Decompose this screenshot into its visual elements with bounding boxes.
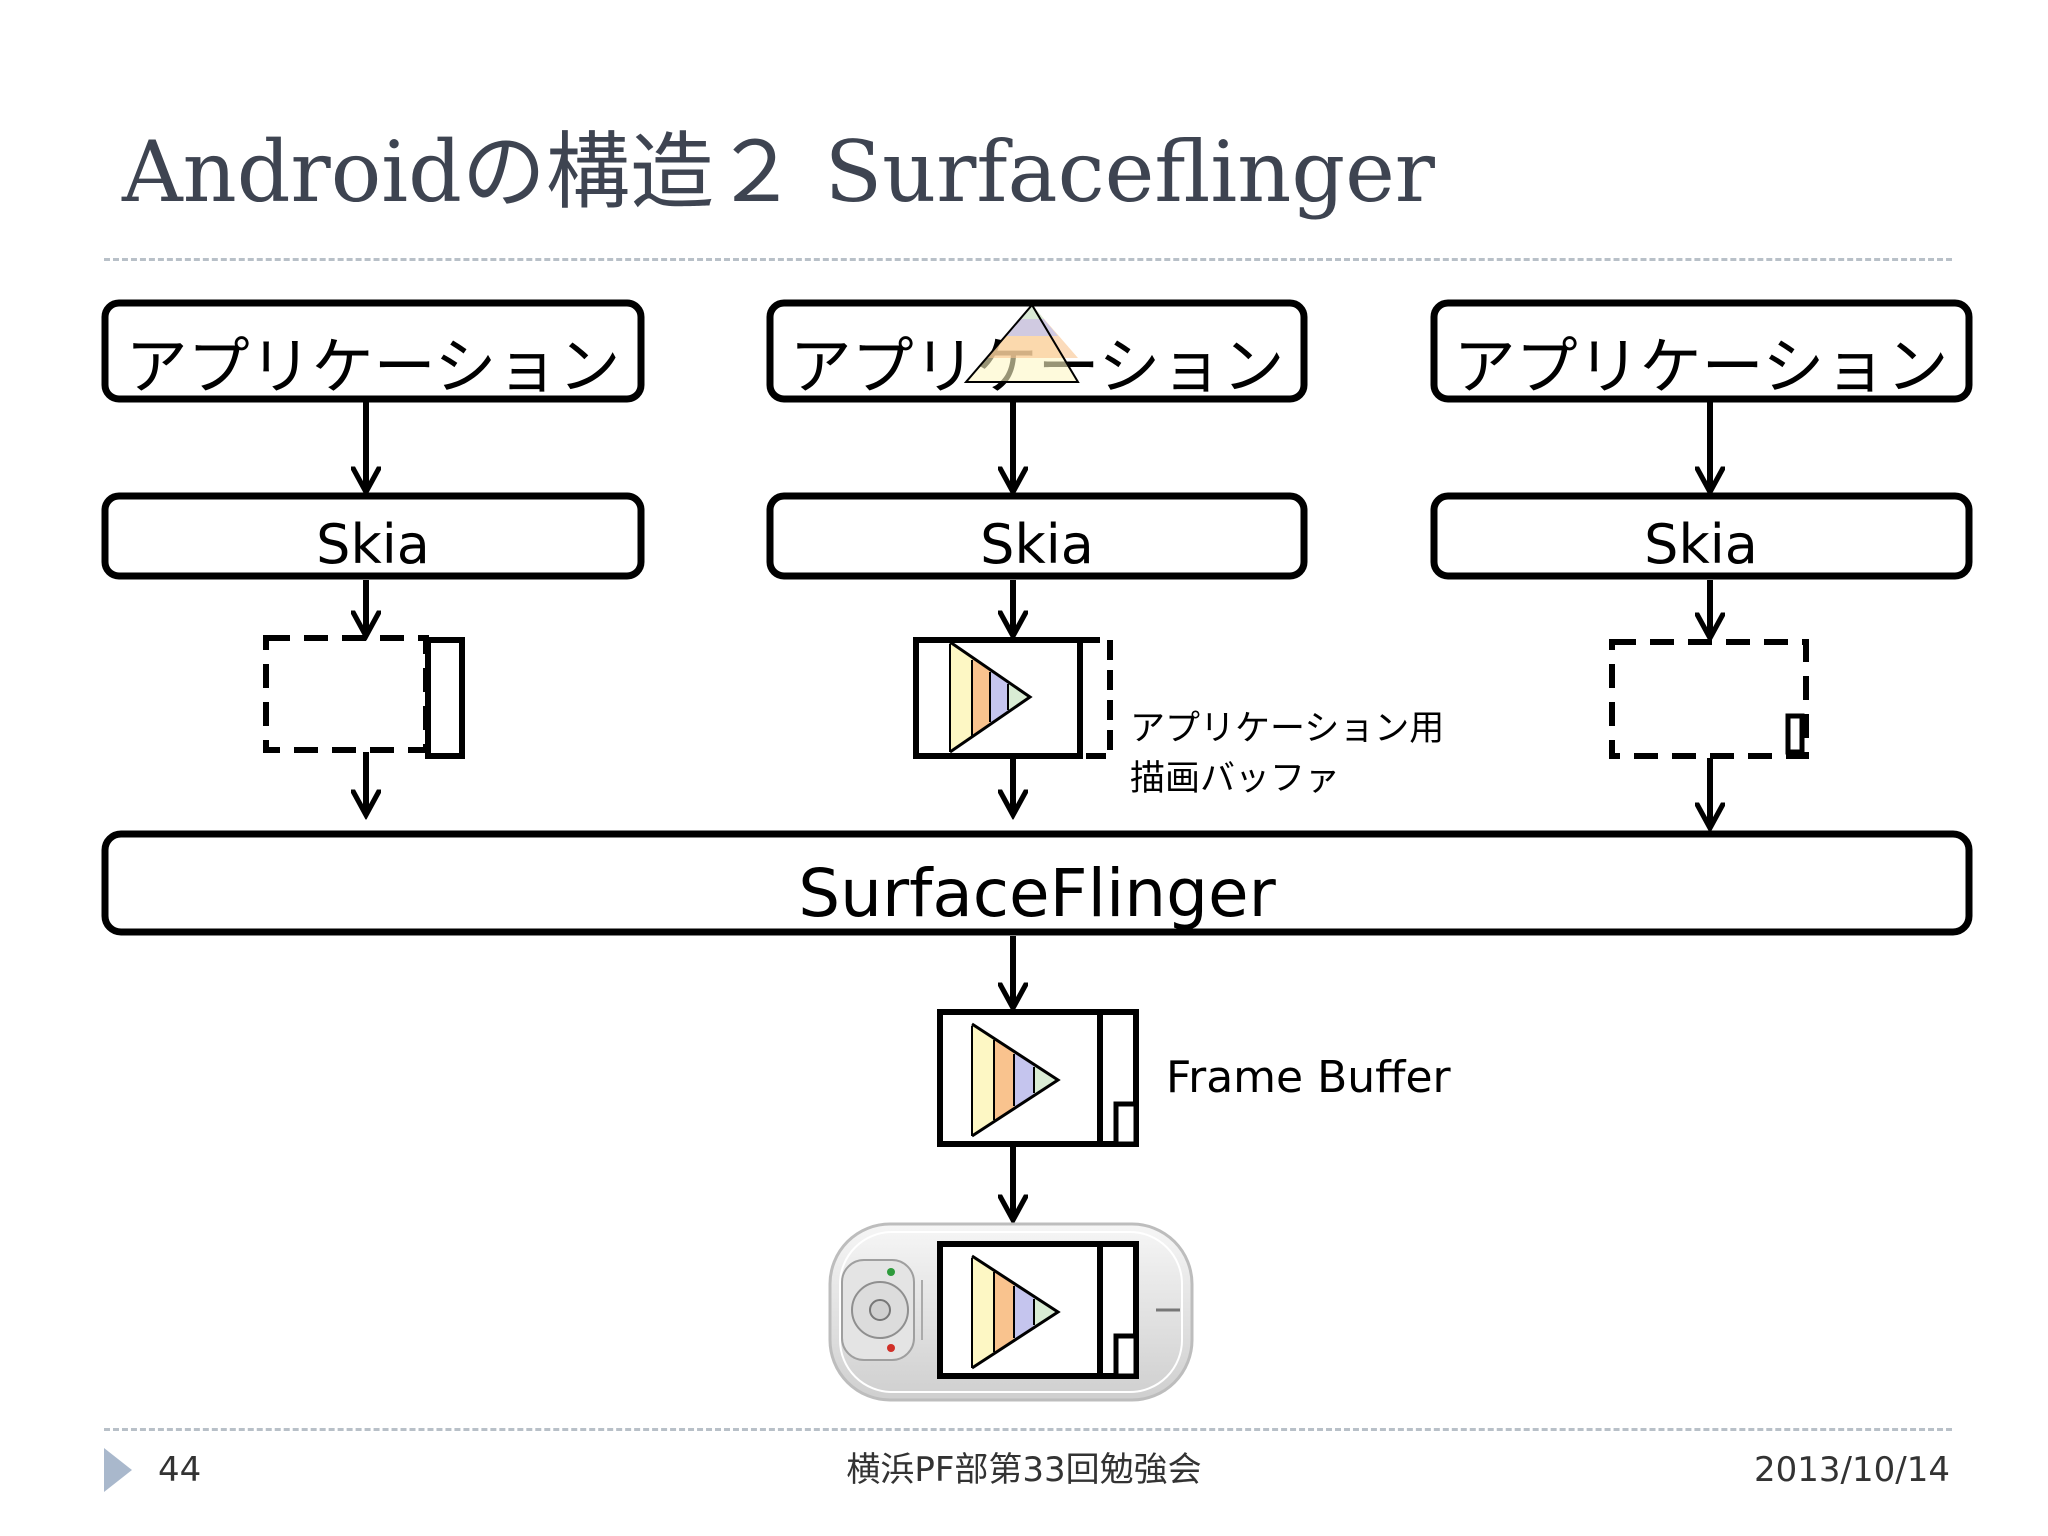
application-box-1: [101, 299, 645, 403]
buffer-caption-line1: アプリケーション用: [1130, 709, 1444, 749]
footer-event-title: 横浜PF部第33回勉強会: [846, 1450, 1202, 1490]
phone-device-icon: [828, 1222, 1194, 1402]
pyramid-icon: [963, 303, 1080, 383]
phone-keypad: [841, 1259, 923, 1361]
play-triangle-icon: [104, 1448, 132, 1492]
app-draw-buffer-2: [913, 637, 1113, 759]
title-divider: [104, 258, 1952, 261]
page-number: 44: [158, 1450, 202, 1490]
footer-divider: [104, 1428, 1952, 1431]
application-box-3: [1430, 299, 1973, 403]
skia-label-2: Skia: [980, 513, 1094, 576]
empty-draw-buffer-3: [1609, 639, 1809, 759]
phone-screen: [937, 1241, 1139, 1379]
slide-title: Androidの構造２ Surfaceflinger: [122, 123, 1435, 221]
application-column-2: アプリケーション Skia: [766, 299, 1444, 815]
footer-date: 2013/10/14: [1754, 1450, 1950, 1490]
application-label-3: アプリケーション: [1454, 330, 1949, 403]
empty-draw-buffer-1: [263, 635, 465, 759]
buffer-caption-line2: 描画バッファ: [1130, 759, 1340, 799]
surfaceflinger-box: [101, 830, 1973, 936]
frame-buffer: [937, 1009, 1139, 1147]
application-column-3: アプリケーション Skia: [1430, 299, 1973, 828]
application-label-1: アプリケーション: [126, 330, 621, 403]
application-column-1: アプリケーション Skia: [101, 299, 645, 815]
skia-box-1: [101, 492, 645, 580]
surfaceflinger-label: SurfaceFlinger: [798, 855, 1276, 932]
skia-label-3: Skia: [1644, 513, 1758, 576]
framebuffer-label: Frame Buffer: [1166, 1052, 1452, 1103]
skia-box-2: [766, 492, 1308, 580]
skia-label-1: Skia: [316, 513, 430, 576]
skia-box-3: [1430, 492, 1973, 580]
